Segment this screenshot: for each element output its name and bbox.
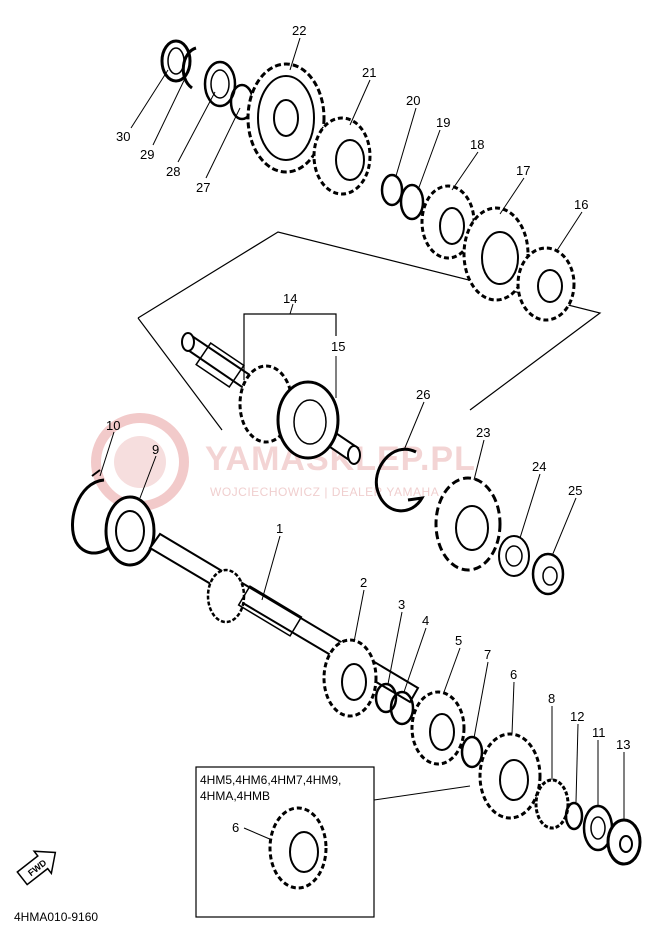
watermark-dealer: WOJCIECHOWICZ | DEALER YAMAHA bbox=[210, 485, 439, 499]
part-8-gear bbox=[534, 778, 570, 830]
callout-13: 13 bbox=[616, 737, 630, 752]
part-20-circlip bbox=[380, 173, 404, 207]
callout-11: 11 bbox=[592, 725, 606, 740]
callout-1: 1 bbox=[276, 521, 283, 536]
note-part-callout: 6 bbox=[232, 820, 239, 835]
part-24-lock-washer bbox=[498, 535, 530, 577]
callout-27: 27 bbox=[196, 180, 210, 195]
callout-15: 15 bbox=[331, 339, 345, 354]
callout-3: 3 bbox=[398, 597, 405, 612]
callout-9: 9 bbox=[152, 442, 159, 457]
part-3-circlip bbox=[374, 682, 398, 714]
part-16-gear bbox=[516, 246, 576, 322]
callout-2: 2 bbox=[360, 575, 367, 590]
callout-19: 19 bbox=[436, 115, 450, 130]
part-2-gear bbox=[322, 638, 378, 718]
callout-7: 7 bbox=[484, 647, 491, 662]
reference-code: 4HMA010-9160 bbox=[14, 910, 98, 924]
callout-16: 16 bbox=[574, 197, 588, 212]
callout-8: 8 bbox=[548, 691, 555, 706]
part-14-main-axle bbox=[181, 332, 361, 465]
part-10-circlip bbox=[71, 469, 118, 555]
callout-25: 25 bbox=[568, 483, 582, 498]
part-9-bearing bbox=[104, 495, 156, 567]
callout-18: 18 bbox=[470, 137, 484, 152]
callout-4: 4 bbox=[422, 613, 429, 628]
part-25-nut bbox=[531, 552, 565, 596]
part-29-clip bbox=[181, 46, 197, 90]
part-4-washer bbox=[389, 690, 415, 726]
callout-14: 14 bbox=[283, 291, 297, 306]
callout-24: 24 bbox=[532, 459, 546, 474]
part-21-gear bbox=[312, 116, 372, 196]
callout-22: 22 bbox=[292, 23, 306, 38]
part-26-circlip bbox=[374, 447, 425, 513]
leader-lines bbox=[99, 37, 625, 820]
callout-5: 5 bbox=[455, 633, 462, 648]
fwd-arrow-icon: FWD bbox=[16, 850, 57, 886]
part-22-gear bbox=[246, 62, 326, 174]
note-models-line1: 4HM5,4HM6,4HM7,4HM9, bbox=[200, 773, 341, 787]
callout-20: 20 bbox=[406, 93, 420, 108]
part-23-sprocket bbox=[434, 476, 502, 572]
variant-gear-6 bbox=[268, 806, 328, 890]
part-18-gear bbox=[420, 184, 476, 260]
variant-note-box: 4HM5,4HM6,4HM7,4HM9, 4HMA,4HMB 6 bbox=[195, 766, 471, 918]
note-models-line2: 4HMA,4HMB bbox=[200, 789, 270, 803]
part-5-gear bbox=[410, 690, 466, 766]
part-28-bearing bbox=[203, 60, 237, 108]
subassembly-outline bbox=[137, 231, 602, 411]
callout-21: 21 bbox=[362, 65, 376, 80]
part-12-washer bbox=[564, 801, 584, 831]
callout-23: 23 bbox=[476, 425, 490, 440]
callout-30: 30 bbox=[116, 129, 130, 144]
part-7-washer bbox=[460, 735, 484, 769]
part-6-gear bbox=[478, 732, 542, 820]
callout-29: 29 bbox=[140, 147, 154, 162]
callout-6: 6 bbox=[510, 667, 517, 682]
callout-12: 12 bbox=[570, 709, 584, 724]
callout-17: 17 bbox=[516, 163, 530, 178]
callout-26: 26 bbox=[416, 387, 430, 402]
part-19-washer bbox=[399, 183, 425, 221]
callout-28: 28 bbox=[166, 164, 180, 179]
part-13-collar bbox=[606, 818, 642, 866]
callout-labels: 1 2 3 4 5 6 7 8 9 10 11 12 13 14 15 16 1… bbox=[106, 23, 630, 752]
part-17-gear bbox=[462, 206, 530, 302]
part-1-drive-axle bbox=[148, 532, 420, 704]
callout-10: 10 bbox=[106, 418, 120, 433]
